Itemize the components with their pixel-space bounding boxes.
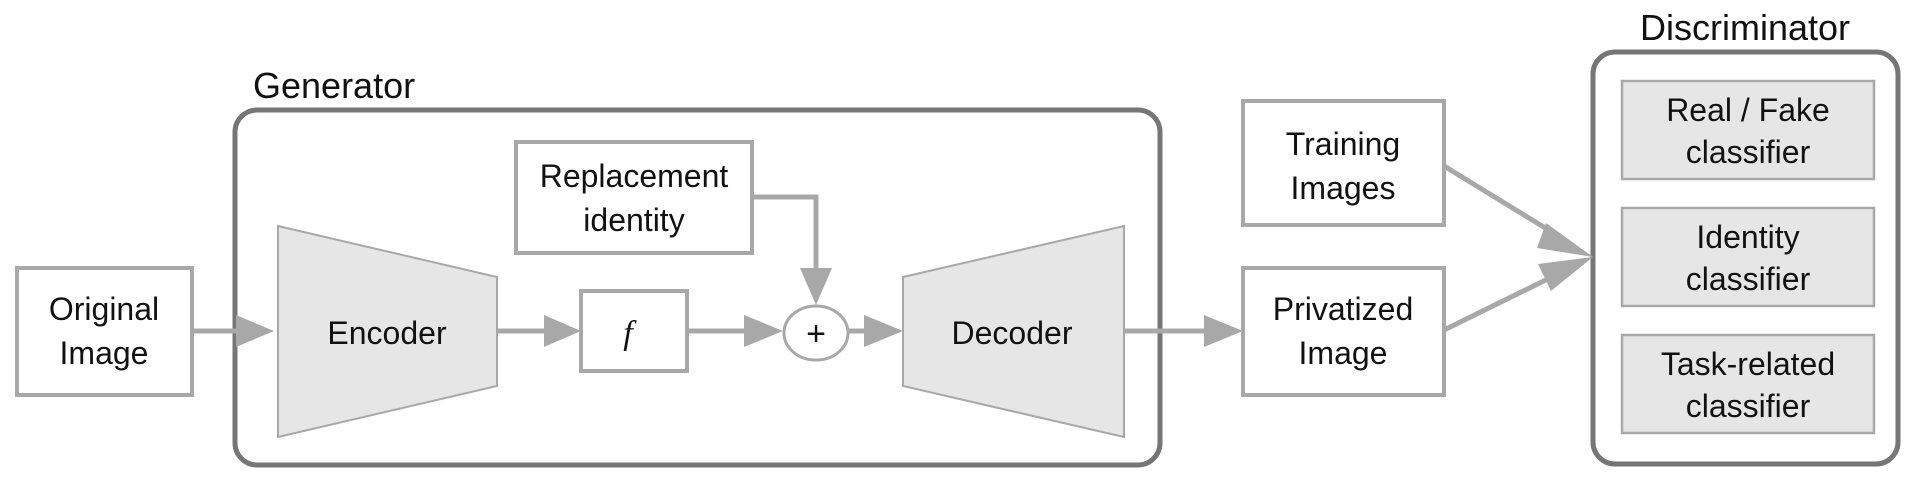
discriminator-frame (1590, 49, 1901, 467)
arrow-f-to-combine (687, 315, 783, 347)
arrow-original-to-encoder (192, 315, 274, 347)
arrow-combine-to-decoder (848, 315, 903, 347)
task-related-classifier-line2: classifier (1686, 388, 1811, 424)
arrow-training-to-discriminator (1442, 163, 1593, 257)
arrow-decoder-to-privatized (1124, 315, 1243, 347)
real-fake-classifier-line2: classifier (1686, 134, 1811, 170)
training-images-box (1241, 99, 1446, 227)
arrow-privatized-to-discriminator (1442, 257, 1593, 333)
identity-classifier-line1: Identity (1696, 219, 1799, 255)
replacement-identity-line2: identity (583, 202, 684, 238)
training-images-line1: Training (1286, 126, 1400, 162)
discriminator-title: Discriminator (1640, 7, 1850, 48)
replacement-identity-box (514, 140, 754, 255)
combine-symbol: + (806, 315, 826, 353)
f-function-box (579, 289, 689, 373)
generator-title: Generator (253, 65, 415, 106)
identity-classifier-line2: classifier (1686, 261, 1811, 297)
privatized-image-line1: Privatized (1273, 291, 1414, 327)
arrow-encoder-to-f (497, 315, 581, 347)
decoder-trapezoid (902, 224, 1125, 439)
generator-frame (232, 107, 1163, 468)
arrow-replacement-to-combine (752, 194, 832, 305)
identity-classifier-box (1620, 206, 1876, 308)
decoder-label: Decoder (952, 315, 1073, 351)
real-fake-classifier-line1: Real / Fake (1666, 92, 1830, 128)
task-related-classifier-line1: Task-related (1661, 346, 1835, 382)
original-image-label-line2: Image (60, 335, 149, 371)
encoder-label: Encoder (327, 315, 447, 351)
replacement-identity-line1: Replacement (540, 158, 729, 194)
encoder-trapezoid (277, 224, 498, 439)
training-images-line2: Images (1291, 170, 1396, 206)
real-fake-classifier-box (1620, 79, 1876, 181)
task-related-classifier-box (1620, 333, 1876, 435)
original-image-label-line1: Original (49, 291, 159, 327)
original-image-box (15, 266, 194, 397)
privatized-image-box (1241, 266, 1446, 397)
privatized-image-line2: Image (1299, 335, 1388, 371)
